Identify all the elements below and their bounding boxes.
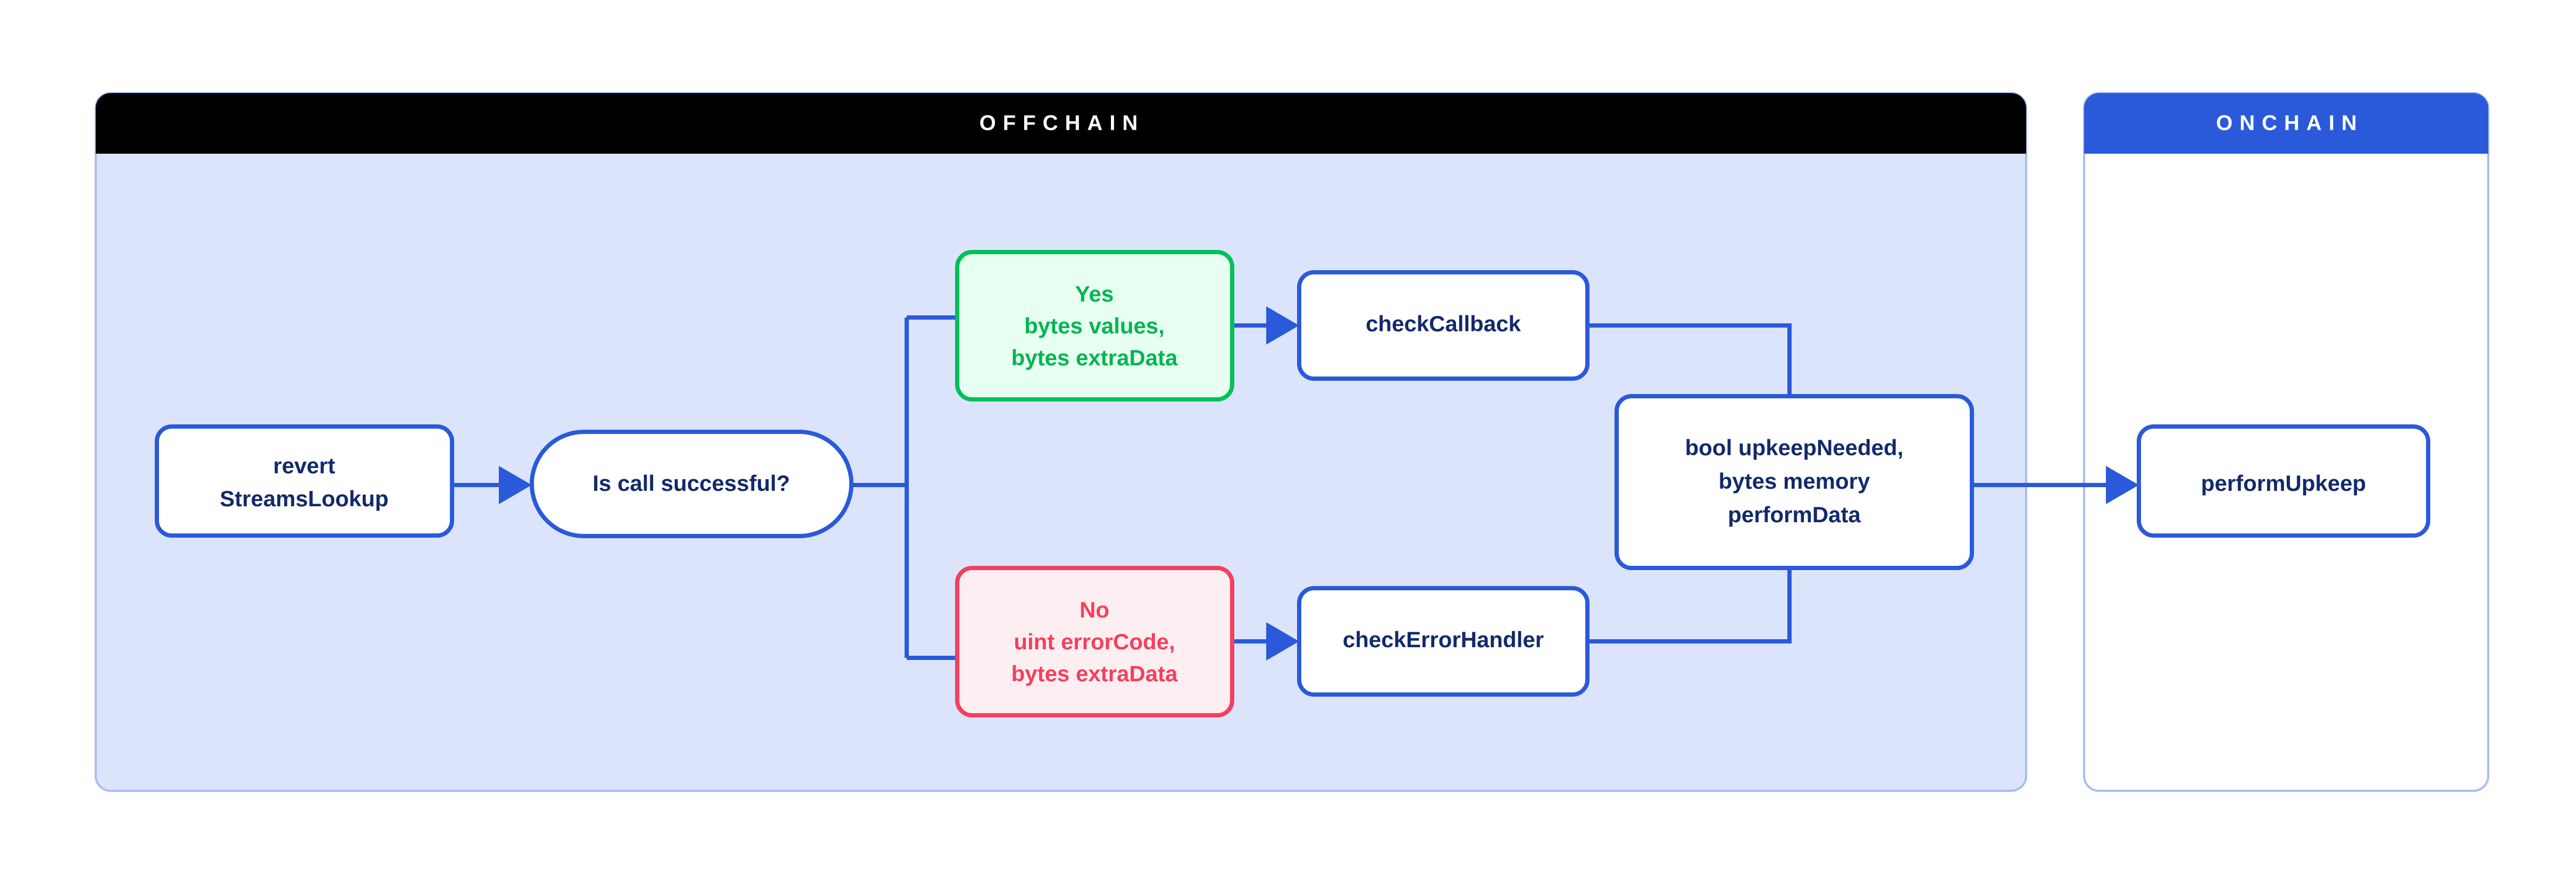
node-yes-branch[interactable]: Yes bytes values, bytes extraData (955, 250, 1234, 402)
node-upkeep-result[interactable]: bool upkeepNeeded, bytes memory performD… (1615, 394, 1974, 570)
arrow-head-icon (1266, 622, 1299, 661)
arrow-head-icon (499, 466, 532, 504)
node-is-call-successful-shape[interactable] (530, 430, 854, 538)
node-no-branch-shape[interactable] (955, 566, 1234, 717)
edge-revert-to-decision (452, 466, 532, 504)
node-check-callback-shape[interactable] (1297, 270, 1590, 381)
onchain-header-bar (2084, 93, 2488, 154)
node-no-branch-line-3: bytes extraData (1011, 661, 1178, 686)
node-yes-branch-shape[interactable] (955, 250, 1234, 402)
node-revert-streamslookup-line-2: StreamsLookup (220, 486, 388, 511)
arrow-head-icon (2106, 466, 2139, 504)
node-no-branch-line-2: uint errorCode, (1014, 629, 1175, 654)
node-no-branch-line-1: No (1080, 597, 1109, 622)
node-yes-branch-line-2: bytes values, (1024, 313, 1165, 338)
node-is-call-successful[interactable]: Is call successful? (530, 430, 854, 538)
edge-errorhandler-to-upkeep (1587, 568, 1792, 643)
offchain-panel-header (96, 93, 2026, 154)
edge-no-to-check-error-handler (1232, 622, 1299, 661)
node-check-callback-label: checkCallback (1366, 311, 1521, 336)
connector-layer (452, 306, 2139, 661)
node-yes-branch-line-3: bytes extraData (1011, 345, 1178, 370)
offchain-header-bar (96, 93, 2026, 154)
node-revert-streamslookup-shape[interactable] (155, 424, 454, 538)
node-revert-streamslookup-line-1: revert (273, 453, 336, 478)
node-check-error-handler-shape[interactable] (1297, 586, 1590, 697)
node-check-error-handler-label: checkErrorHandler (1343, 627, 1544, 652)
node-yes-branch-line-1: Yes (1075, 281, 1114, 306)
node-revert-streamslookup[interactable]: revert StreamsLookup (155, 424, 454, 538)
edge-upkeep-to-perform-upkeep (1972, 466, 2139, 504)
node-perform-upkeep-shape[interactable] (2137, 424, 2430, 538)
node-perform-upkeep[interactable]: performUpkeep (2137, 424, 2430, 538)
node-upkeep-result-line-1: bool upkeepNeeded, (1685, 435, 1904, 460)
node-no-branch[interactable]: No uint errorCode, bytes extraData (955, 566, 1234, 717)
node-is-call-successful-label: Is call successful? (592, 471, 790, 496)
node-upkeep-result-line-2: bytes memory (1719, 469, 1870, 494)
onchain-panel-header (2084, 93, 2488, 154)
onchain-header-label: ONCHAIN (2216, 112, 2364, 135)
arrow-head-icon (1266, 306, 1299, 345)
edge-yes-to-check-callback (1232, 306, 1299, 345)
offchain-header-label: OFFCHAIN (980, 112, 1145, 135)
node-perform-upkeep-label: performUpkeep (2201, 471, 2366, 496)
node-upkeep-result-line-3: performData (1728, 502, 1861, 527)
node-check-error-handler[interactable]: checkErrorHandler (1297, 586, 1590, 697)
node-upkeep-result-shape[interactable] (1615, 394, 1974, 570)
node-check-callback[interactable]: checkCallback (1297, 270, 1590, 381)
edge-decision-branch (851, 315, 957, 660)
edge-callback-to-upkeep (1587, 323, 1792, 396)
